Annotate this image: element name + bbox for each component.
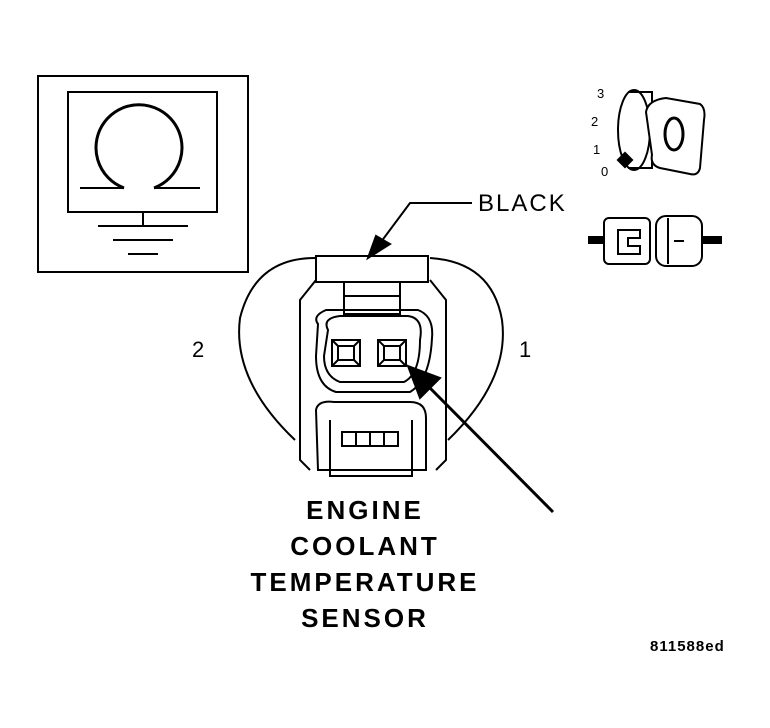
title-line-3: TEMPERATURE: [250, 567, 480, 597]
ignition-position-0: 0: [601, 164, 609, 179]
ignition-key-off-icon: [616, 89, 706, 176]
pin-1-label: 1: [519, 337, 532, 362]
title-line-4: SENSOR: [301, 603, 429, 633]
pin-2-label: 2: [192, 337, 205, 362]
engine-coolant-sensor-connector: [238, 255, 504, 477]
title-line-2: COOLANT: [290, 531, 440, 561]
ignition-position-2: 2: [591, 114, 599, 129]
ignition-position-3: 3: [597, 86, 605, 101]
wire-color-label: BLACK: [478, 190, 567, 217]
component-title: ENGINE COOLANT TEMPERATURE SENSOR: [240, 492, 490, 636]
pin1-pointer-arrow: [406, 364, 555, 514]
wire-color-leader: [366, 202, 472, 261]
ohmmeter-icon: [37, 75, 249, 273]
figure-reference: 811588ed: [650, 638, 725, 655]
ignition-position-1: 1: [593, 142, 601, 157]
disconnected-connector-icon: [588, 215, 722, 267]
title-line-1: ENGINE: [306, 495, 424, 525]
